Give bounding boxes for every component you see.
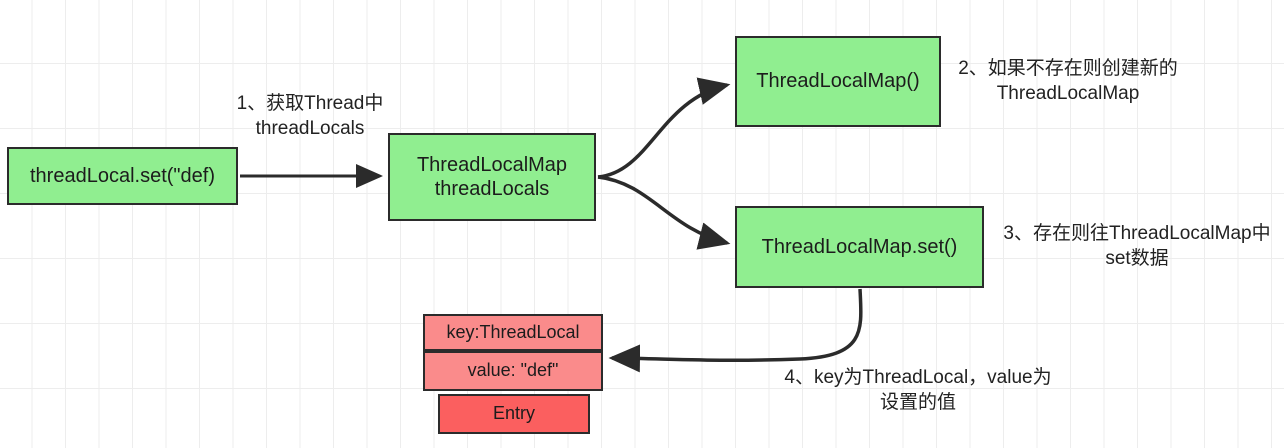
- node-threadlocal-set-call[interactable]: threadLocal.set("def): [7, 147, 238, 205]
- edge-threadlocals-to-new-map: [597, 77, 731, 179]
- node-threadlocalmap-set[interactable]: ThreadLocalMap.set(): [735, 206, 984, 288]
- node-threadlocalmap-constructor[interactable]: ThreadLocalMap(): [735, 36, 941, 127]
- edge-threadlocals-to-map-set: [597, 175, 731, 250]
- annotation-step-2: 2、如果不存在则创建新的 ThreadLocalMap: [958, 58, 1178, 104]
- node-entry-label[interactable]: Entry: [438, 394, 590, 434]
- annotation-step-4: 4、key为ThreadLocal，value为 设置的值: [784, 367, 1052, 413]
- node-entry-value-row[interactable]: value: "def": [423, 351, 603, 391]
- node-entry-key-row[interactable]: key:ThreadLocal: [423, 314, 603, 351]
- edge-map-set-to-entry: [608, 288, 863, 373]
- annotation-step-1: 1、获取Thread中 threadLocals: [236, 93, 384, 139]
- annotation-step-3: 3、存在则往ThreadLocalMap中 set数据: [1003, 223, 1271, 269]
- node-threadlocalmap-threadlocals[interactable]: ThreadLocalMap threadLocals: [388, 133, 596, 221]
